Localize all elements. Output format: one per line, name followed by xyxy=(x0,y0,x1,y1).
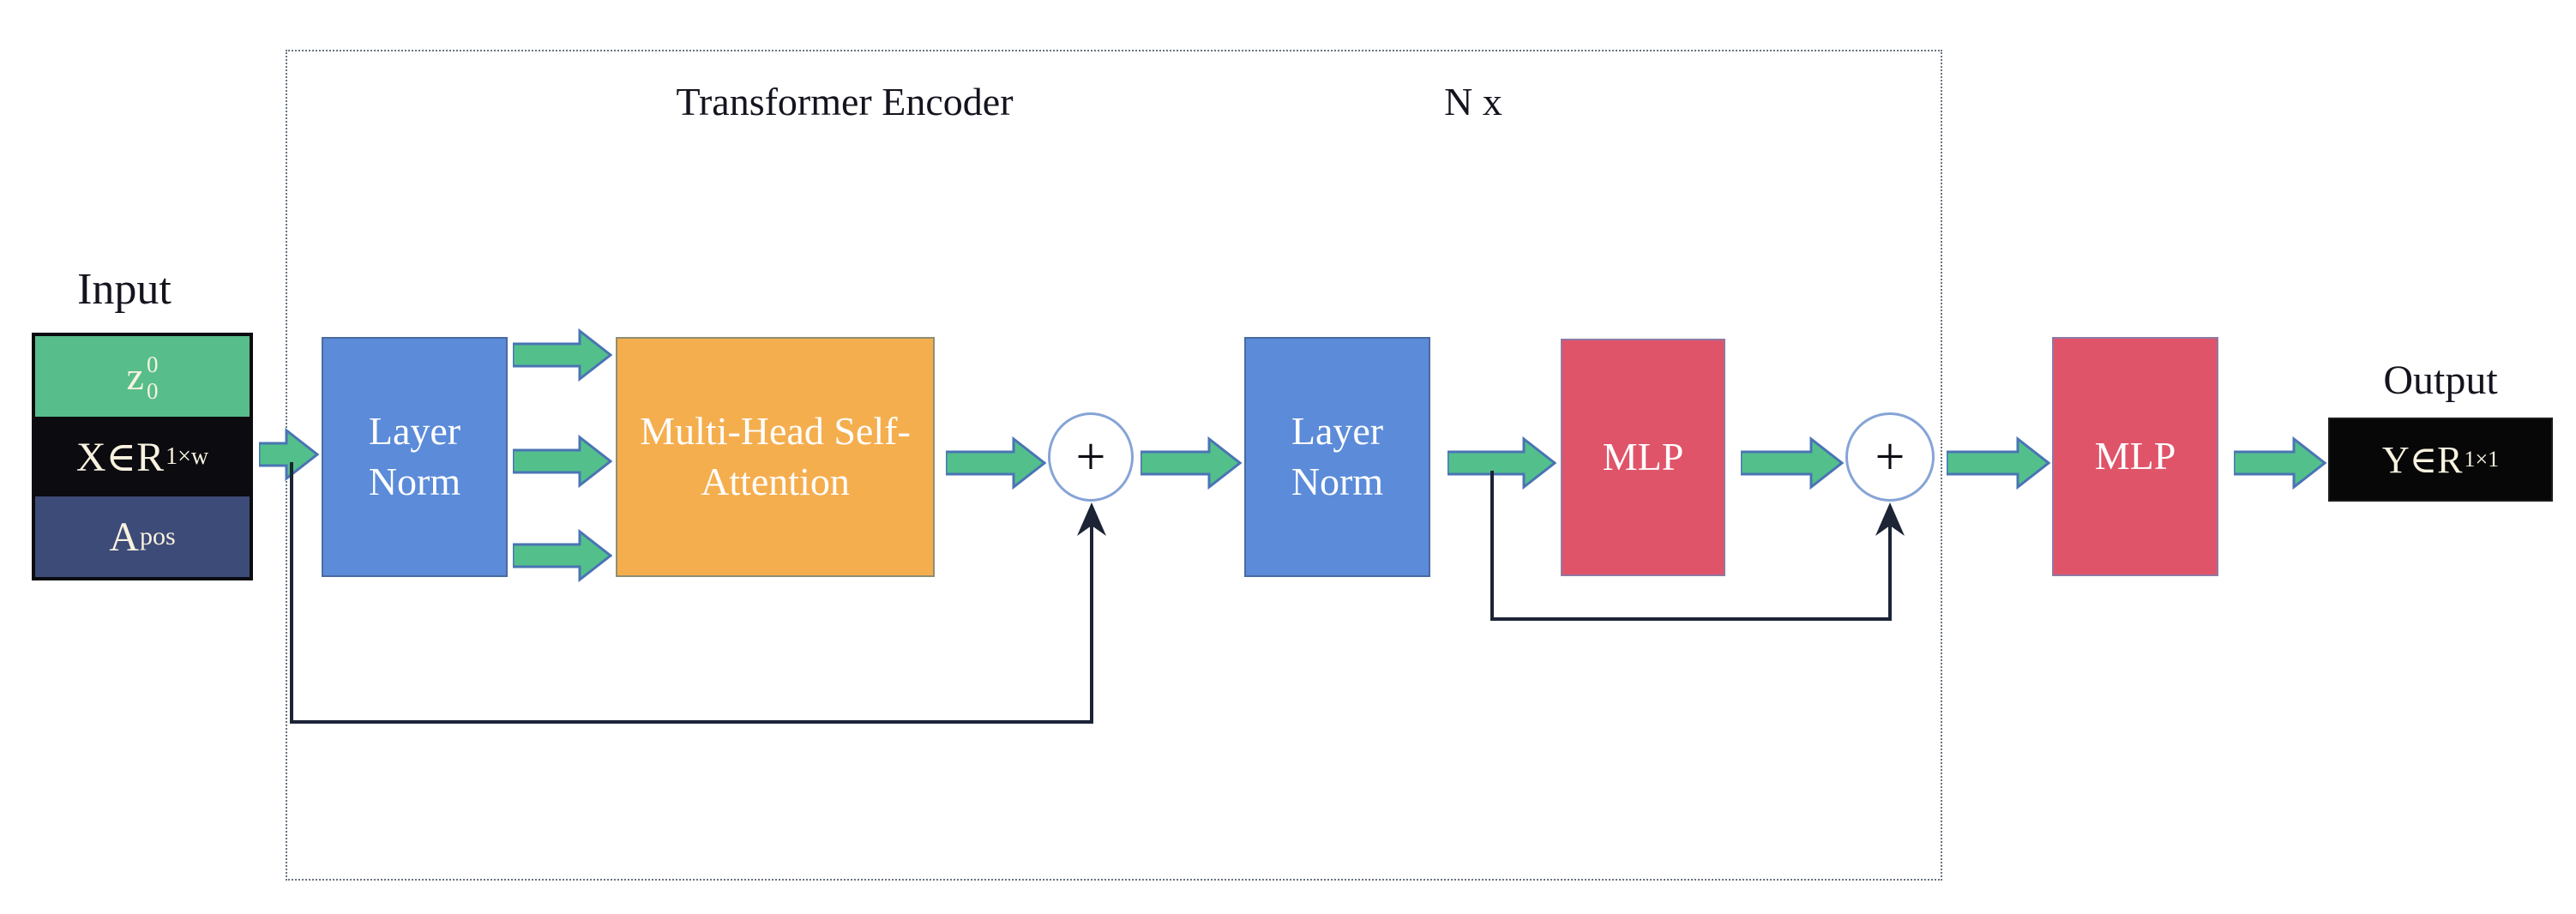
arrow-add2-to-mlphead-icon xyxy=(1947,436,2050,490)
arrow-layernorm1-to-mhsa-middle-icon xyxy=(513,434,612,489)
output-dimension: 1×1 xyxy=(2464,447,2500,472)
output-symbol: Y∈R xyxy=(2381,438,2463,481)
arrow-layernorm2-to-mlp-icon xyxy=(1447,436,1556,490)
residual-add-1-circle: + xyxy=(1048,412,1134,502)
arrow-layernorm1-to-mhsa-bottom-icon xyxy=(513,528,612,583)
arrow-mlphead-to-output-icon xyxy=(2234,436,2326,490)
arrow-layernorm1-to-mhsa-top-icon xyxy=(513,328,612,382)
plus-icon: + xyxy=(1075,428,1106,486)
layer-norm-2-block: Layer Norm xyxy=(1244,337,1430,577)
arrow-input-to-layernorm1-icon xyxy=(259,427,319,482)
input-data-symbol: X∈R xyxy=(75,434,165,480)
mlp-head-block: MLP xyxy=(2052,337,2218,576)
input-label: Input xyxy=(77,265,172,314)
plus-icon: + xyxy=(1875,428,1905,486)
layer-norm-1-block: Layer Norm xyxy=(322,337,508,577)
multi-head-self-attention-block: Multi-Head Self-Attention xyxy=(616,337,935,577)
arrow-mlp-to-add2-icon xyxy=(1741,436,1844,490)
residual-add-2-circle: + xyxy=(1845,412,1935,502)
position-subscript: pos xyxy=(139,522,176,551)
repeat-count-label: N x xyxy=(1444,80,1502,123)
position-symbol: A xyxy=(109,514,139,560)
arrow-add1-to-layernorm2-icon xyxy=(1141,436,1242,490)
encoder-title: Transformer Encoder xyxy=(676,80,1014,123)
arrow-mhsa-to-add1-icon xyxy=(946,436,1046,490)
output-label: Output xyxy=(2383,358,2498,403)
mlp-encoder-block: MLP xyxy=(1561,339,1725,576)
embedding-symbol: z xyxy=(126,354,144,399)
input-data-dimension: 1×w xyxy=(166,442,209,470)
